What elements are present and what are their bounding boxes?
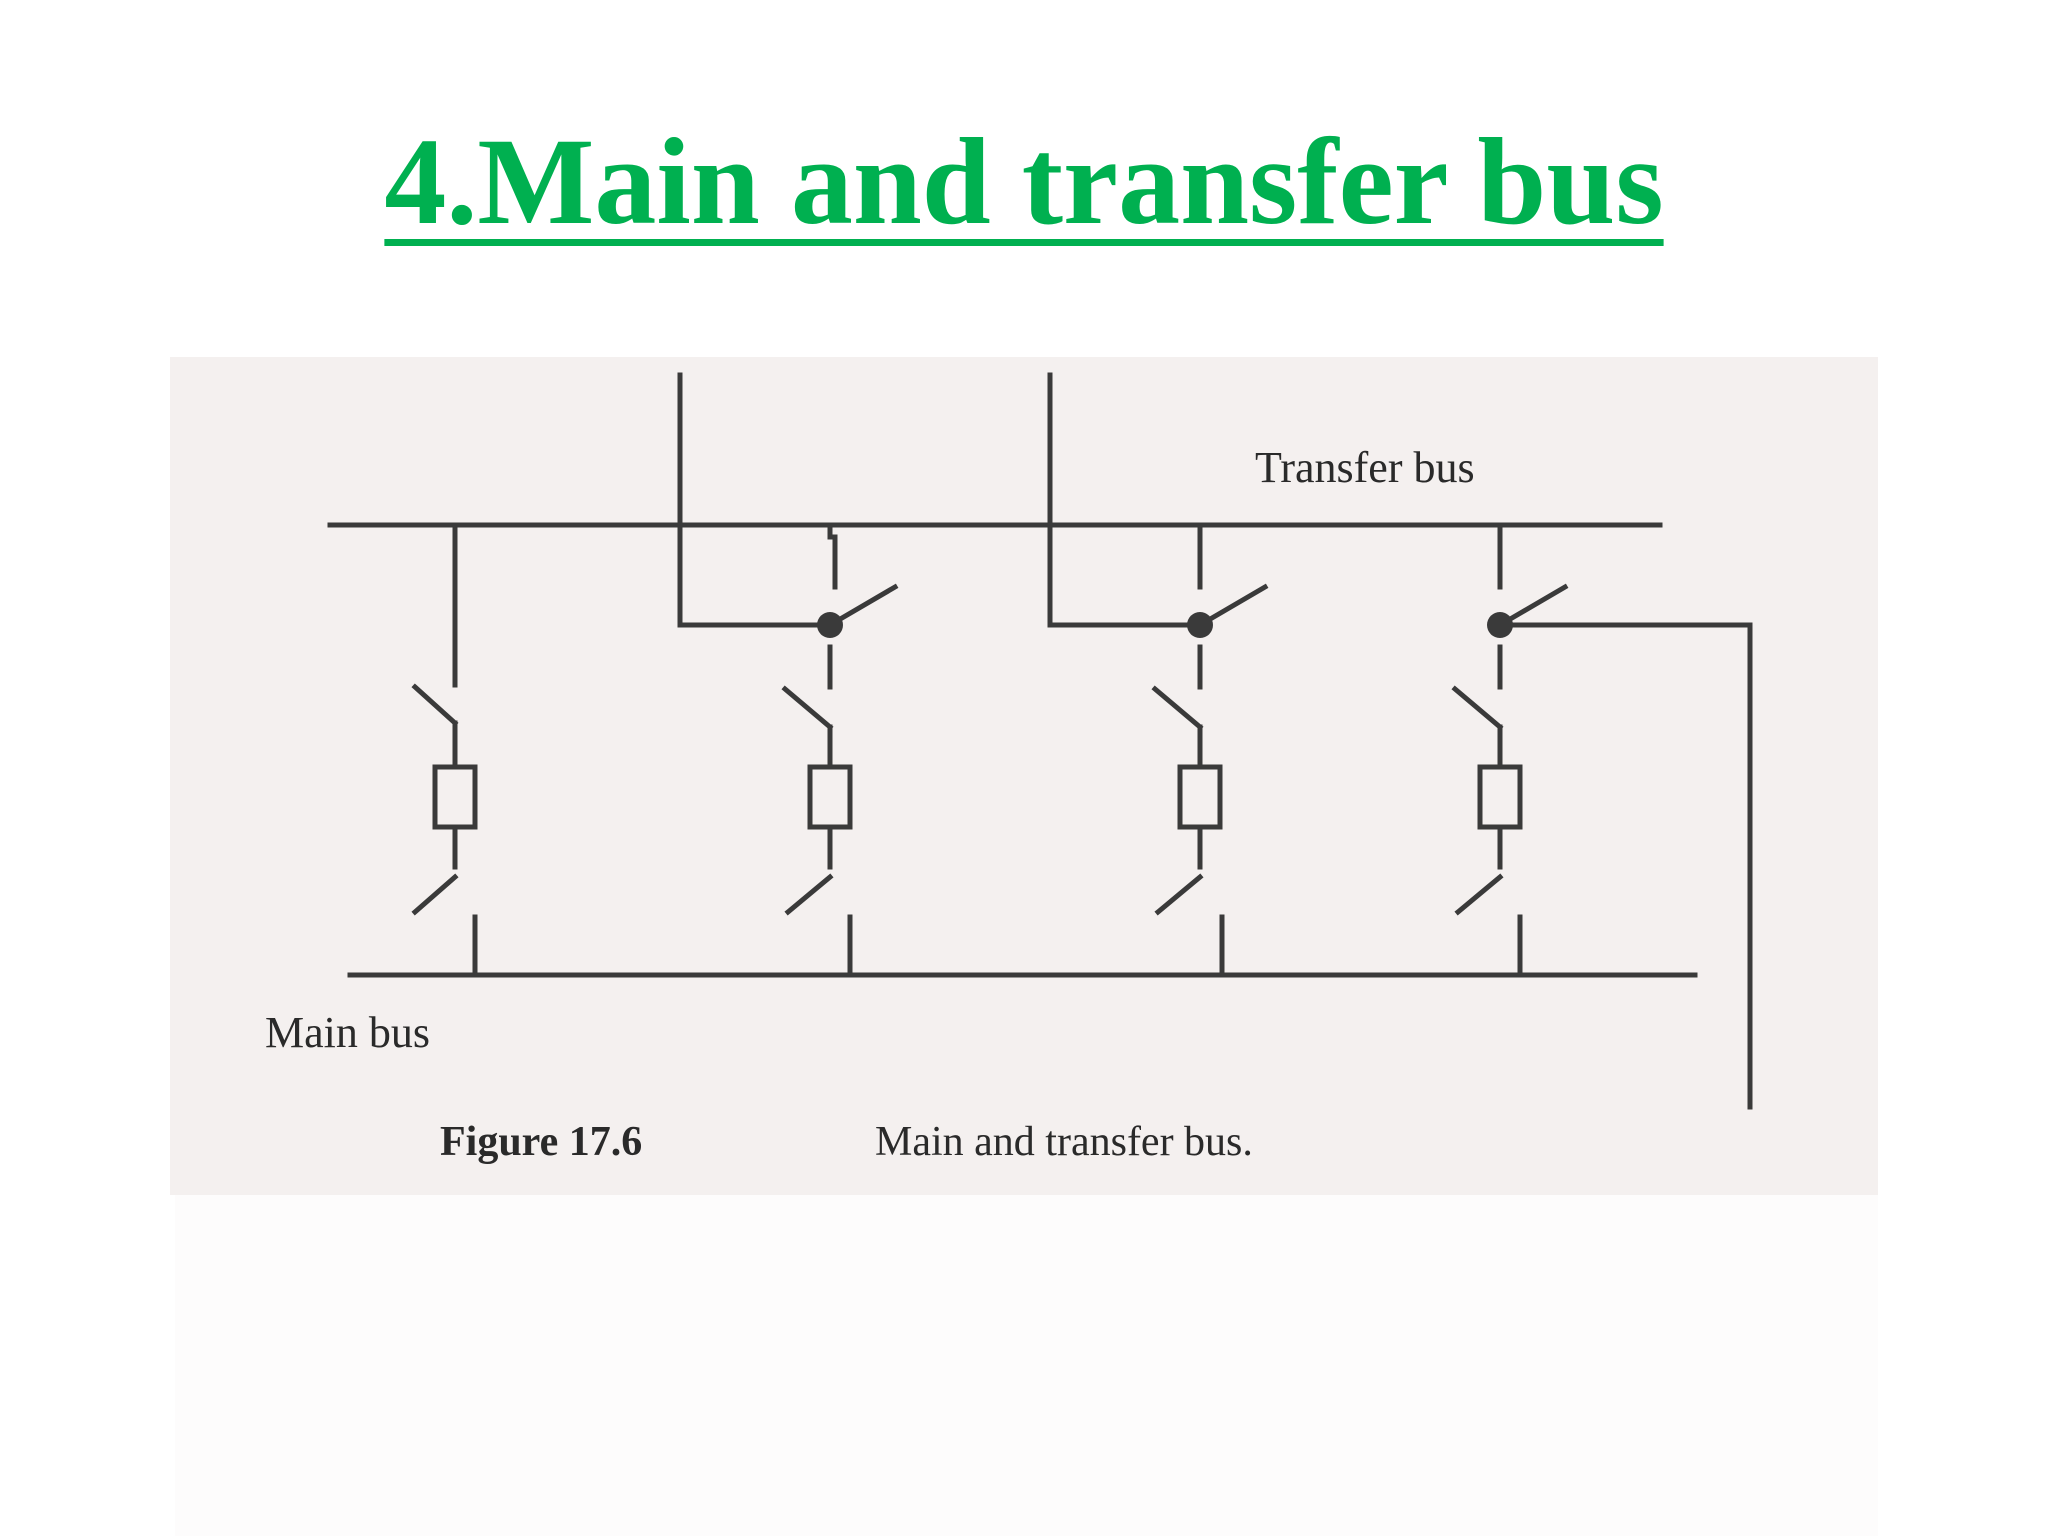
junction-dot-2 bbox=[1187, 612, 1213, 638]
outgoing-feeder bbox=[1497, 622, 1753, 1110]
slide-title: 4.Main and transfer bus bbox=[0, 120, 2048, 244]
caption-number: Figure 17.6 bbox=[440, 1119, 642, 1165]
bay-1 bbox=[411, 522, 478, 978]
lower-background bbox=[175, 1195, 1878, 1536]
junction-dot-3 bbox=[1487, 612, 1513, 638]
slide-title-text: 4.Main and transfer bus bbox=[384, 113, 1664, 250]
bay-4 bbox=[1451, 522, 1569, 978]
incoming-feeder-2 bbox=[1047, 372, 1203, 628]
figure-panel: Transfer bus Main bus Figure 17.6 Main a… bbox=[170, 357, 1878, 1195]
circuit-breaker-3 bbox=[1177, 764, 1223, 830]
main-bus-label: Main bus bbox=[265, 1008, 430, 1057]
incoming-feeder-1 bbox=[677, 372, 833, 628]
circuit-breaker-4 bbox=[1477, 764, 1523, 830]
junction-dot-1 bbox=[817, 612, 843, 638]
bus-diagram: Transfer bus Main bus Figure 17.6 Main a… bbox=[265, 372, 1753, 1165]
transfer-bus-label: Transfer bus bbox=[1255, 443, 1475, 492]
caption-text: Main and transfer bus. bbox=[875, 1119, 1253, 1165]
bay-2 bbox=[781, 522, 899, 978]
bay-3 bbox=[1151, 522, 1269, 978]
circuit-breaker-2 bbox=[807, 764, 853, 830]
circuit-breaker-1 bbox=[432, 764, 478, 830]
